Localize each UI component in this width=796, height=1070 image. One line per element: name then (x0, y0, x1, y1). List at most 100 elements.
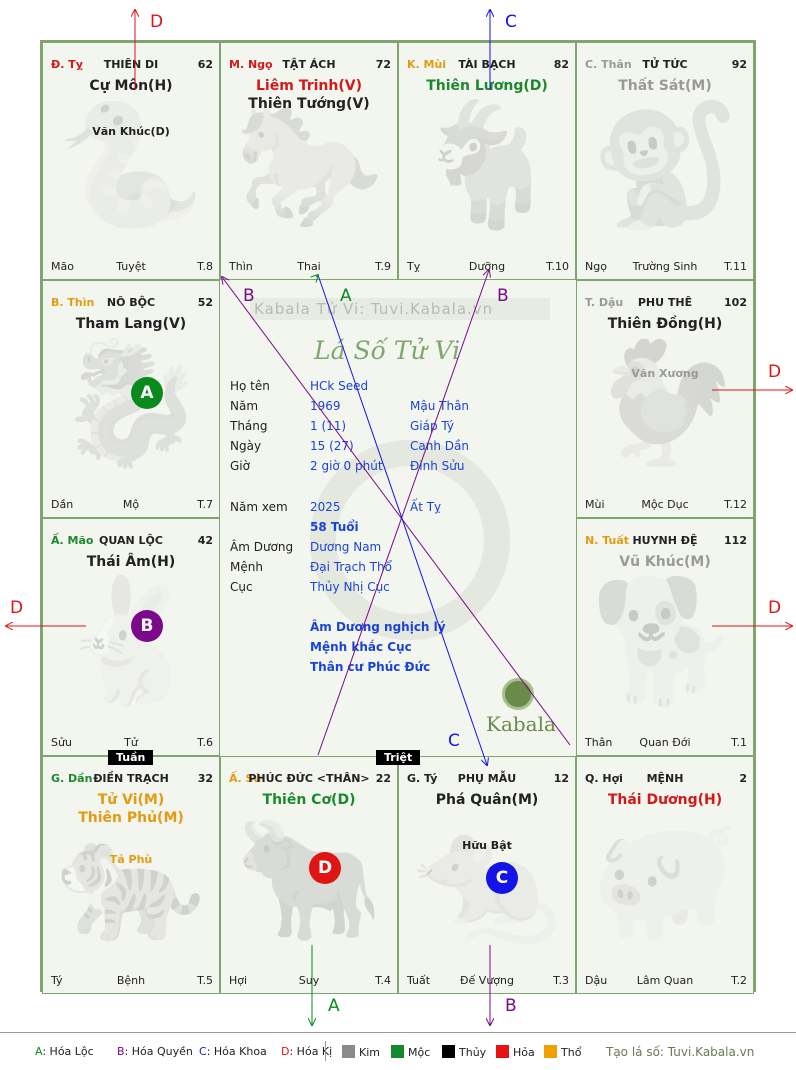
palace-footer-center: Suy (298, 974, 320, 987)
legend-element-swatch (442, 1045, 455, 1058)
info-label: Tháng (230, 419, 268, 433)
palace-footer-left: Dậu (585, 974, 608, 987)
palace-age: 112 (724, 534, 747, 547)
palace-footer-right: T.10 (546, 260, 569, 273)
main-stars: Thái Âm(H) (43, 553, 219, 571)
info-value: 1969 (310, 399, 341, 413)
palace-footer-left: Hợi (229, 974, 248, 987)
palace-footer-center: Lâm Quan (636, 974, 694, 987)
main-stars: Thiên Đồng(H) (577, 315, 753, 333)
palace-branch: Đ. Tỵ (51, 58, 83, 71)
main-star: Thái Dương(H) (607, 792, 723, 808)
main-stars: Tham Lang(V) (43, 315, 219, 333)
zodiac-dau-icon: 🐓 (590, 333, 740, 473)
hoa-circle-a: A (131, 377, 163, 409)
palace-branch: N. Tuất (585, 534, 630, 547)
legend-element-item: Thủy (442, 1045, 486, 1059)
info-value: 15 (27) (310, 439, 354, 453)
palace-footer-left: Ngọ (585, 260, 607, 273)
legend-separator (325, 1041, 326, 1061)
palace-footer-right: T.1 (731, 736, 747, 749)
palace-footer-left: Sửu (51, 736, 72, 749)
palace-footer-center: Tuyệt (116, 260, 146, 273)
palace-age: 2 (739, 772, 747, 785)
palace-footer-right: T.11 (724, 260, 747, 273)
palace-footer-right: T.5 (197, 974, 213, 987)
zodiac-mui-icon: 🐐 (412, 95, 562, 235)
palace-footer-right: T.12 (724, 498, 747, 511)
zodiac-tuat-icon: 🐕 (590, 571, 740, 711)
arrow-label-d-top: D (150, 12, 164, 32)
palace-name: HUYNH ĐỆ (632, 534, 698, 547)
info-label: Năm (230, 399, 259, 413)
legend-element-swatch (391, 1045, 404, 1058)
main-star: Thái Âm(H) (86, 554, 176, 570)
info-label: Giờ (230, 459, 250, 473)
zodiac-than-icon: 🐒 (590, 95, 740, 235)
note-line: Mệnh khắc Cục (310, 640, 412, 654)
main-star: Tử Vi(M) (97, 792, 165, 808)
info-canchi: Đinh Sửu (410, 459, 465, 473)
legend-hoa-key: D (281, 1045, 290, 1058)
legend-hoa-item: B: Hóa Quyền (117, 1045, 193, 1058)
palace-branch: Ấ. Sử (229, 772, 262, 785)
legend-hoa-item: A: Hóa Lộc (35, 1045, 94, 1058)
legend-element-name: Thủy (459, 1046, 487, 1059)
palace-age: 32 (197, 772, 213, 785)
palace-footer-left: Tuất (407, 974, 431, 987)
palace-age: 22 (375, 772, 391, 785)
minor-star: Hữu Bật (462, 839, 512, 852)
palace-branch: Ấ. Mão (51, 534, 94, 547)
nam-xem-label: Năm xem (230, 500, 288, 514)
main-stars: Thiên Lương(D) (399, 77, 575, 95)
palace-age: 82 (553, 58, 569, 71)
palace-name: NÔ BỘC (106, 296, 156, 309)
palace-name: PHÚC ĐỨC <THÂN> (248, 772, 370, 785)
zodiac-ngo-icon: 🐎 (234, 95, 384, 235)
arrow-label-b-bottom: B (505, 996, 517, 1016)
info-value: Thủy Nhị Cục (310, 580, 390, 594)
palace-footer-center: Mộ (122, 498, 140, 511)
legend-hoa-key: B (117, 1045, 125, 1058)
info-value: Dương Nam (310, 540, 382, 554)
main-stars: Liêm Trinh(V)Thiên Tướng(V) (221, 77, 397, 113)
minor-star: Văn Xương (631, 367, 699, 380)
palace-age: 72 (375, 58, 391, 71)
palace-footer-right: T.8 (197, 260, 213, 273)
info-canchi: Mậu Thân (410, 399, 470, 413)
arrow-label-d-right-lower: D (768, 598, 782, 618)
arrow-label-b2: B (497, 286, 509, 306)
legend-element-item: Mộc (391, 1045, 430, 1059)
arrow-label-a-mid: A (340, 286, 352, 306)
palace-footer-right: T.7 (197, 498, 213, 511)
palace-name: THIÊN DI (103, 58, 159, 71)
info-label: Ngày (230, 439, 262, 453)
palace-name: ĐIỀN TRẠCH (93, 772, 169, 785)
legend-element-name: Thổ (561, 1046, 582, 1059)
palace-name: MỆNH (646, 772, 684, 785)
legend-element-swatch (342, 1045, 355, 1058)
palace-footer-left: Thìn (229, 260, 253, 273)
main-star: Thiên Đồng(H) (607, 316, 723, 332)
tag-tuan: Tuần (108, 750, 154, 765)
palace-name: PHỤ MẪU (457, 772, 517, 785)
minor-star: Văn Khúc(D) (92, 125, 170, 138)
zodiac-hoi-icon: 🐖 (590, 809, 740, 949)
palace-branch: K. Mùi (407, 58, 447, 71)
palace-footer-center: Mộc Dục (641, 498, 689, 511)
